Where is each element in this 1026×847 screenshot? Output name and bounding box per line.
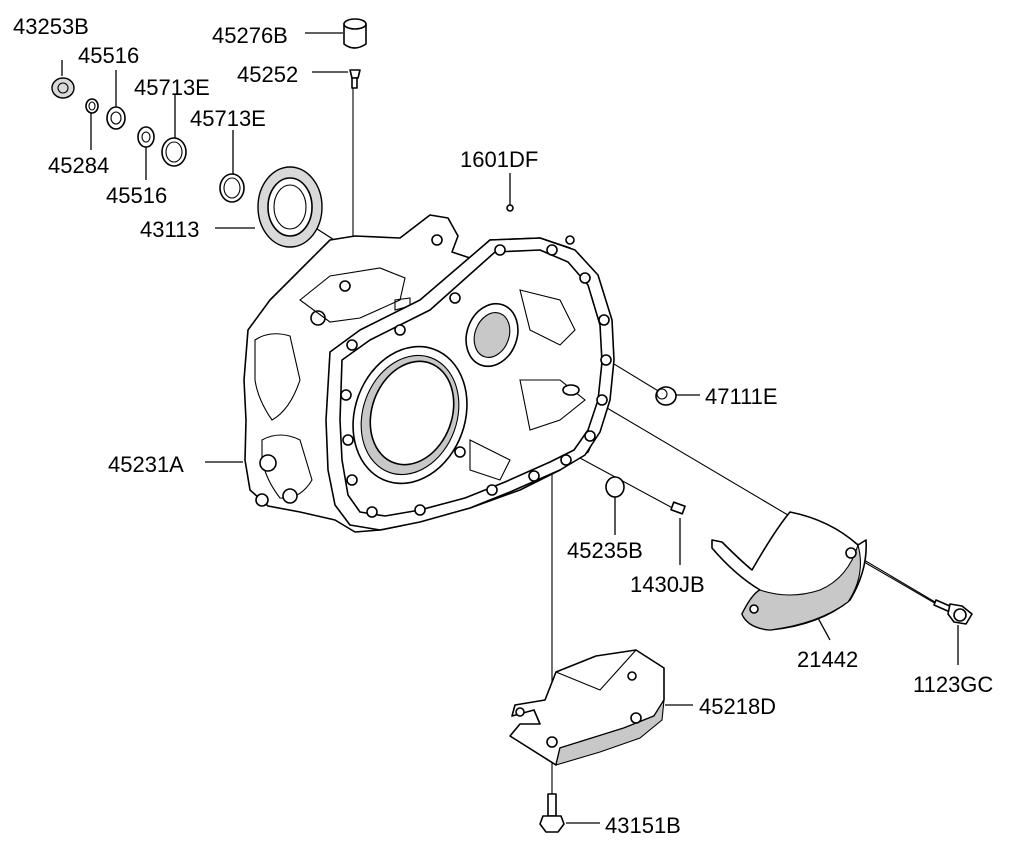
- part-45218D-bracket[interactable]: [509, 649, 665, 766]
- part-21442-cover[interactable]: [711, 511, 867, 631]
- label-21442: 21442: [797, 647, 858, 672]
- part-labels: 43253B 45516 45276B 45252 45713E 45713E …: [13, 14, 993, 838]
- part-45231A-transaxle-housing[interactable]: [243, 214, 615, 533]
- part-45516-washer-top[interactable]: [106, 106, 126, 130]
- label-45516-bottom: 45516: [106, 183, 167, 208]
- label-43113: 43113: [140, 217, 200, 242]
- part-45235B-plug[interactable]: [605, 476, 625, 498]
- label-45284: 45284: [48, 153, 109, 178]
- label-1123GC: 1123GC: [913, 672, 993, 697]
- part-43113-oil-seal[interactable]: [257, 166, 323, 248]
- part-45252-pin[interactable]: [349, 69, 361, 89]
- label-47111E: 47111E: [705, 384, 778, 409]
- part-1430JB-pin[interactable]: [670, 501, 686, 515]
- label-43151B: 43151B: [605, 813, 681, 838]
- flange-bolt-holes: [340, 235, 612, 518]
- part-45713E-shim-a[interactable]: [161, 137, 187, 167]
- label-45252: 45252: [237, 62, 298, 87]
- part-47111E-plug[interactable]: [655, 386, 677, 406]
- label-1430JB: 1430JB: [630, 572, 705, 597]
- part-1123GC-bolt[interactable]: [933, 599, 973, 625]
- part-45276B-cap[interactable]: [343, 18, 367, 49]
- part-45284-snap-ring[interactable]: [85, 98, 99, 114]
- part-43151B-bolt[interactable]: [539, 793, 565, 833]
- part-45516-washer-lower[interactable]: [137, 126, 155, 148]
- part-1601DF-marker[interactable]: [506, 204, 514, 212]
- label-43253B: 43253B: [13, 14, 89, 39]
- label-45218D: 45218D: [699, 694, 776, 719]
- label-1601DF: 1601DF: [460, 147, 538, 172]
- label-45713E-b: 45713E: [190, 106, 266, 131]
- part-43253B-needle-bearing[interactable]: [51, 77, 75, 99]
- label-45231A: 45231A: [108, 452, 184, 477]
- label-45276B: 45276B: [212, 23, 288, 48]
- label-45516-top: 45516: [78, 43, 139, 68]
- label-45235B: 45235B: [567, 538, 643, 563]
- part-45713E-shim-b[interactable]: [219, 173, 245, 203]
- label-45713E-a: 45713E: [134, 75, 210, 100]
